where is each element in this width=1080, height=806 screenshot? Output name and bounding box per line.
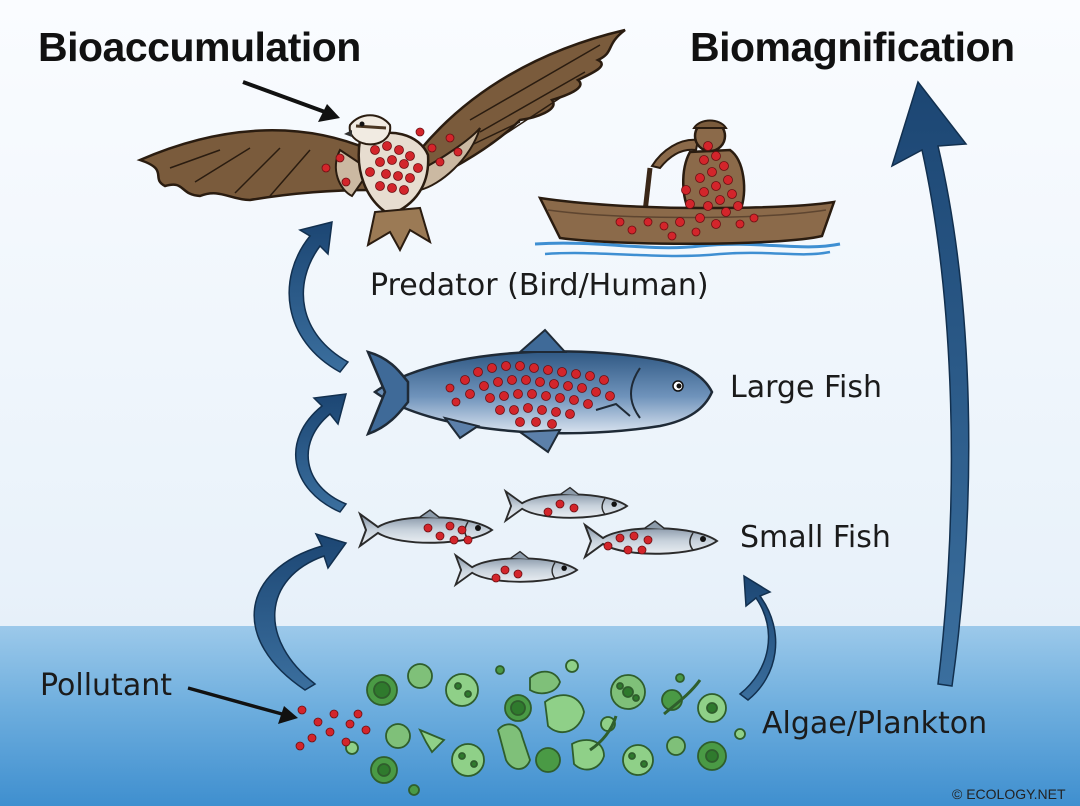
pollutant-label: Pollutant [40,668,172,703]
large-fish-label: Large Fish [730,370,882,405]
small-fish-school [359,486,718,586]
large-fish-illustration [365,328,714,454]
bioaccumulation-title: Bioaccumulation [38,24,361,70]
credit-text: © ECOLOGY.NET [952,786,1066,802]
biomagnification-arrow [890,80,970,687]
water-layer [0,626,1080,806]
bird-illustration [136,28,626,253]
large-fish-toxin-dots [445,361,615,429]
biomagnification-title: Biomagnification [690,24,1015,70]
human-toxin-dots [615,141,759,241]
food-chain-arrows [253,221,777,701]
human-in-boat-illustration [534,119,841,258]
bird-toxin-dots [321,127,463,195]
plankton-cluster [345,659,746,796]
small-fish-label: Small Fish [740,520,891,555]
pollutant-pointer-arrow [187,686,298,724]
predator-label: Predator (Bird/Human) [370,268,709,303]
bioaccumulation-pointer-arrow [242,80,340,122]
small-fish-toxin-dots [423,499,653,583]
algae-plankton-label: Algae/Plankton [762,706,988,741]
pollutant-particles [295,705,371,751]
